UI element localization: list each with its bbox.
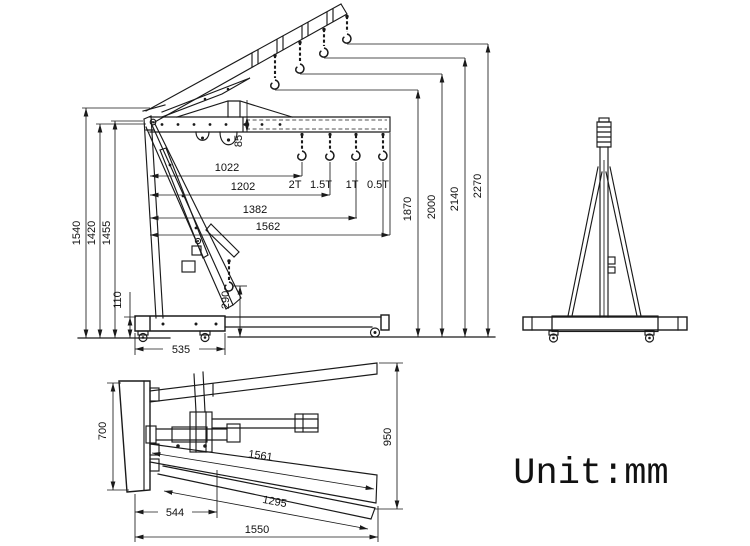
dim-hook-min-height: 290	[220, 291, 232, 309]
unit-note: Unit:mm	[513, 453, 668, 495]
capacity-2t: 2T	[289, 179, 302, 191]
dim-reach-1562: 1562	[256, 221, 280, 233]
side-view-dimensions	[82, 43, 491, 355]
hook-icon	[342, 33, 352, 44]
top-leg-upper	[149, 362, 378, 403]
top-mast-and-boom	[189, 371, 319, 453]
capacity-0-5t: 0.5T	[367, 179, 389, 191]
front-view	[522, 117, 688, 343]
front-boom-tip	[596, 117, 612, 148]
ground-line	[77, 336, 496, 339]
dim-leg-inner: 1295	[261, 494, 287, 510]
dim-hook-height-1870: 1870	[402, 197, 414, 221]
hook-icon	[224, 281, 234, 292]
dim-reach-1202: 1202	[231, 181, 255, 193]
side-view: 1540 1420 1455 110 290 85 535 1022 1202 …	[71, 3, 496, 356]
hook-icon	[295, 63, 305, 74]
top-leg-lower-inner	[157, 465, 376, 530]
dim-leg-spread: 950	[382, 428, 394, 446]
capacity-1-5t: 1.5T	[310, 179, 332, 191]
front-mast	[599, 146, 616, 318]
dim-base-width: 700	[97, 422, 109, 440]
dim-leg-front: 544	[166, 507, 184, 519]
hook-icon	[351, 150, 361, 161]
dim-hook-height-2000: 2000	[426, 195, 438, 219]
dim-reach-1382: 1382	[243, 204, 267, 216]
dim-overall-length: 1550	[245, 524, 269, 536]
front-legs	[567, 166, 642, 317]
top-handle-crossbar	[145, 423, 241, 448]
boom-raised	[145, 3, 352, 124]
hook-icon	[270, 79, 280, 90]
hook-icon	[297, 150, 307, 161]
dim-hook-height-2140: 2140	[449, 187, 461, 211]
base-frame	[134, 315, 226, 343]
boom-horizontal	[149, 77, 391, 146]
front-base	[522, 315, 688, 343]
leg-beam	[224, 314, 390, 338]
hook-icon	[378, 150, 388, 161]
capacity-1t: 1T	[346, 179, 359, 191]
top-base-beam	[118, 380, 160, 493]
dim-reach-1022: 1022	[215, 162, 239, 174]
hook-icon	[319, 47, 329, 58]
dim-leg-height: 110	[112, 291, 124, 309]
top-view-dimensions	[107, 362, 403, 542]
dim-base-length: 535	[172, 344, 190, 356]
dim-height-1540: 1540	[71, 221, 83, 245]
capacity-hooks	[297, 132, 388, 161]
dim-height-1420: 1420	[86, 221, 98, 245]
top-view: 700 1561 1295 544 1550 950	[97, 362, 403, 542]
hook-icon	[325, 150, 335, 161]
dim-leg-outer: 1561	[247, 448, 273, 463]
dim-height-1455: 1455	[101, 221, 113, 245]
dim-boom-section: 85	[233, 135, 245, 147]
dim-hook-height-2270: 2270	[472, 174, 484, 198]
